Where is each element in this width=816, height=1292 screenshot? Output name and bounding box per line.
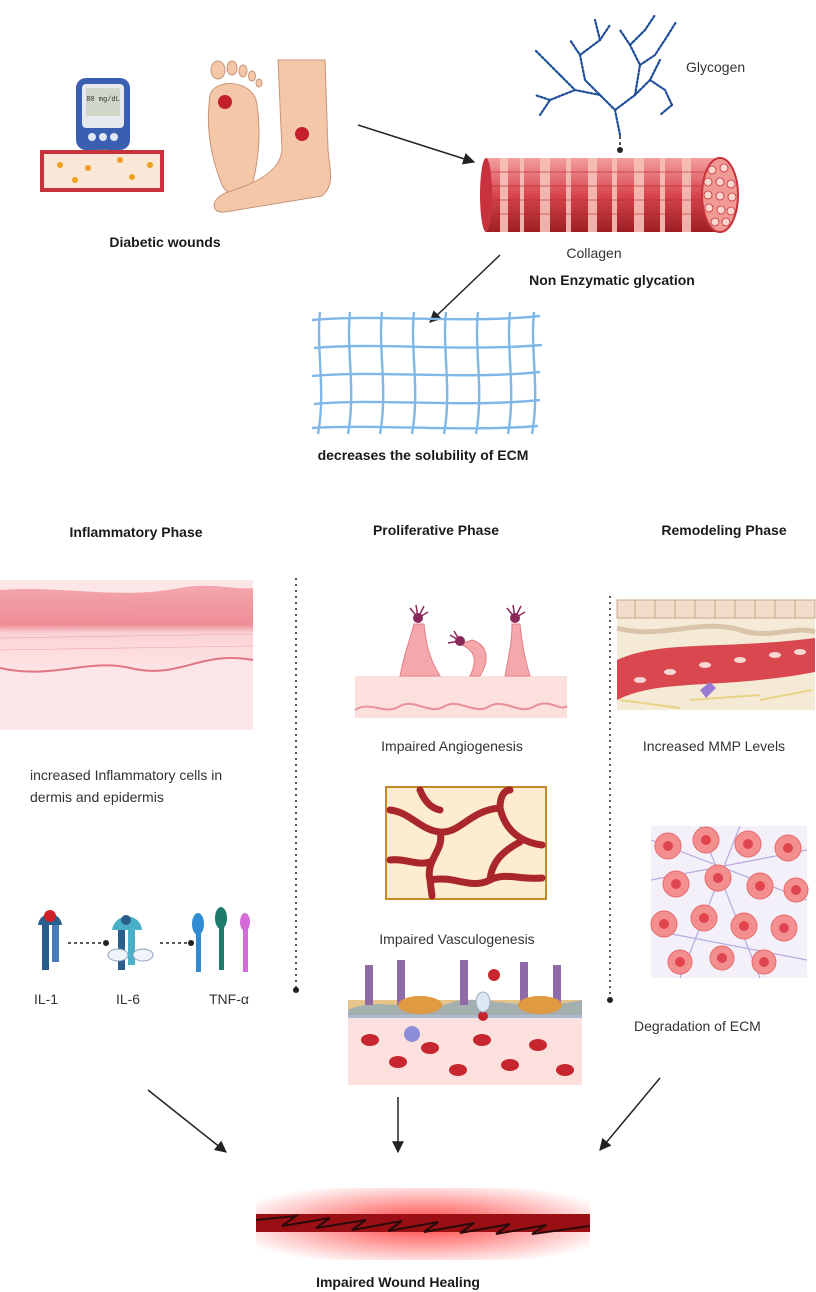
collagen-label: Collagen: [566, 245, 621, 261]
glycation-label: Non Enzymatic glycation: [529, 272, 695, 288]
vasculogenesis-label: Impaired Vasculogenesis: [379, 931, 534, 947]
blood-vessel-icon: [40, 150, 164, 192]
ecm-label: decreases the solubility of ECM: [318, 447, 529, 463]
il1-receptor-icon: [38, 910, 62, 970]
glycogen-label: Glycogen: [686, 59, 745, 75]
cytokine-label-il1: IL-1: [34, 991, 58, 1007]
ecm-degradation-icon: [650, 825, 809, 979]
arrow-to-ecm: [429, 254, 501, 323]
skin-layers-icon: [0, 580, 254, 730]
mmp-tissue-icon: [616, 599, 816, 710]
remodeling-phase-title: Remodeling Phase: [661, 522, 786, 538]
arrow-to-collagen: [357, 124, 476, 165]
ecm-mesh-icon: [311, 311, 543, 435]
inflammatory-phase-title: Inflammatory Phase: [69, 524, 202, 540]
inflammatory-desc-line2: dermis and epidermis: [30, 789, 164, 805]
glycogen-icon: [533, 13, 678, 137]
diabetic-wounds-label: Diabetic wounds: [109, 234, 220, 250]
glucometer-display: 80 mg/dL: [86, 96, 120, 104]
arrow-inflammatory-outcome: [147, 1089, 227, 1153]
il6-receptor-icon: [107, 915, 154, 970]
glycogen-connector-dot: [617, 147, 623, 153]
inflammatory-desc-line1: increased Inflammatory cells in: [30, 767, 222, 783]
angiogenesis-label: Impaired Angiogenesis: [381, 738, 523, 754]
angiogenesis-icon: [354, 604, 568, 718]
cytokine-label-il6: IL-6: [116, 991, 140, 1007]
wound-icon: [255, 1180, 591, 1268]
collagen-fiber-icon: [480, 157, 739, 233]
cytokine-label-tnf: TNF-α: [209, 991, 249, 1007]
arrow-remodeling-outcome: [599, 1077, 661, 1151]
leg-icon: [213, 59, 332, 213]
foot-sole-icon: [207, 60, 263, 196]
mmp-label: Increased MMP Levels: [643, 738, 785, 754]
proliferative-phase-title: Proliferative Phase: [373, 522, 499, 538]
vascular-tissue-icon: [348, 960, 582, 1085]
tnf-receptor-icon: [192, 907, 250, 972]
vasculogenesis-icon: [385, 786, 547, 900]
degradation-label: Degradation of ECM: [634, 1018, 761, 1034]
outcome-label: Impaired Wound Healing: [316, 1274, 480, 1290]
